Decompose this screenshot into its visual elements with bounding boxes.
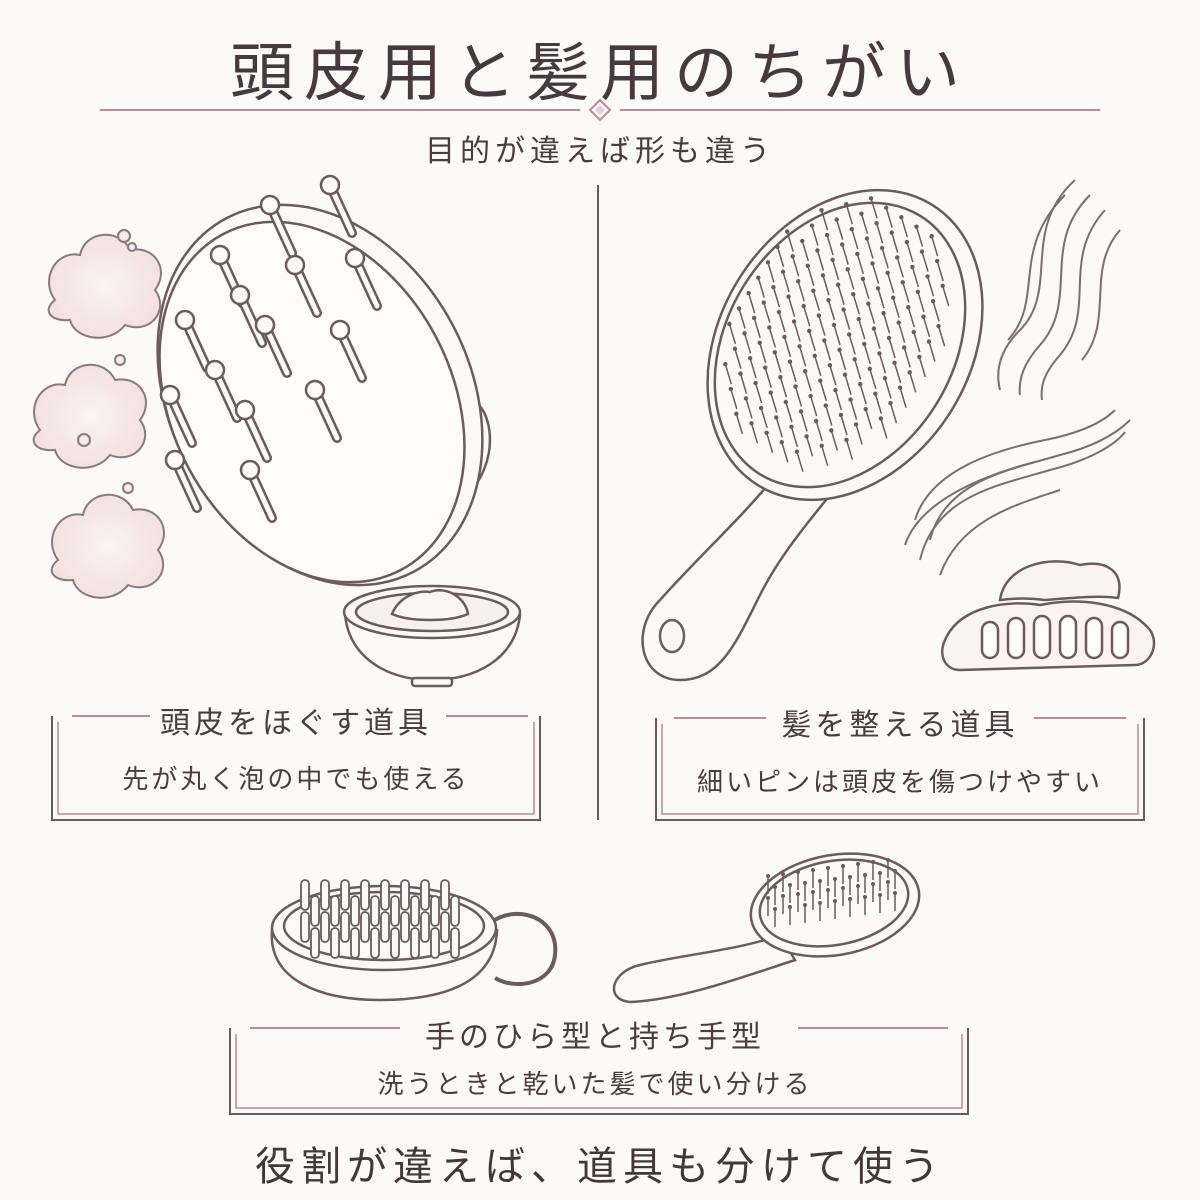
header-rule (100, 98, 1100, 122)
hair-strand-icon (904, 179, 1131, 576)
page-title: 頭皮用と髪用のちがい (230, 37, 970, 111)
left-caption-frame (51, 715, 541, 821)
paddle-brush-pins (723, 196, 950, 472)
right-caption-title: 髪を整える道具 (781, 708, 1019, 743)
bottom-caption-title: 手のひら型と持ち手型 (425, 1020, 765, 1055)
diamond-ornament-icon (588, 98, 612, 122)
left-caption-title: 頭皮をほぐす道具 (160, 706, 432, 741)
page-subtitle: 目的が違えば形も違う (425, 134, 775, 169)
scalp-brush-icon (156, 174, 492, 587)
palm-brush-pins (300, 879, 460, 959)
foam-bubbles-icon (32, 229, 165, 599)
small-brush-pins (766, 858, 897, 927)
bottom-caption-frame (229, 1027, 969, 1115)
hair-claw-clip-icon (941, 560, 1156, 672)
palm-scalp-brush-icon (270, 879, 558, 1002)
scalp-brush-pins (159, 174, 382, 523)
right-caption-text: 細いピンは頭皮を傷つけやすい (696, 768, 1103, 798)
shampoo-bowl-icon (342, 584, 522, 688)
bottom-caption-text: 洗うときと乾いた髪で使い分ける (377, 1070, 813, 1100)
left-caption-text: 先が丸く泡の中でも使える (122, 765, 470, 795)
paddle-brush-icon (641, 188, 984, 682)
footer-text: 役割が違えば、道具も分けて使う (255, 1144, 945, 1190)
right-caption-frame (655, 717, 1145, 821)
small-hair-brush-icon (612, 852, 921, 1004)
